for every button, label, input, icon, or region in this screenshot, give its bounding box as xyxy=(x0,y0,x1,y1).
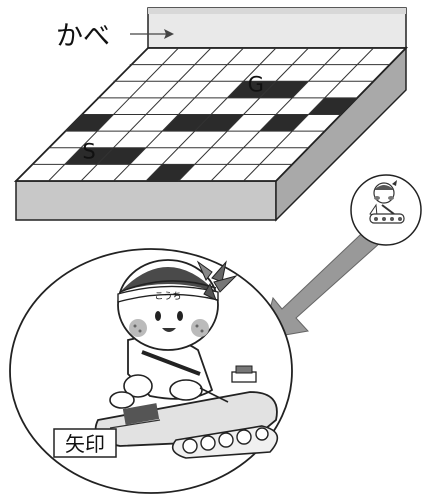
board-base xyxy=(15,46,407,222)
mini-robot-icon xyxy=(369,180,405,224)
leaf-ornament-icon xyxy=(196,260,238,302)
start-label: S xyxy=(82,140,95,164)
robot-tracks xyxy=(94,365,279,459)
wall-label: かべ xyxy=(56,21,110,52)
board-wall xyxy=(147,7,407,49)
board-grid xyxy=(13,47,409,182)
wall-pointer-arrow xyxy=(130,29,174,39)
arrow-mark-label-box: 矢印 xyxy=(53,428,117,458)
small-robot-circle xyxy=(350,174,422,246)
goal-label: G xyxy=(248,73,264,97)
robot-head: こうち xyxy=(117,259,238,351)
arrow-mark-label: 矢印 xyxy=(65,432,105,456)
robot-body xyxy=(109,335,229,409)
robot-character: こうち xyxy=(94,259,279,459)
headband-text: こうち xyxy=(154,291,181,302)
